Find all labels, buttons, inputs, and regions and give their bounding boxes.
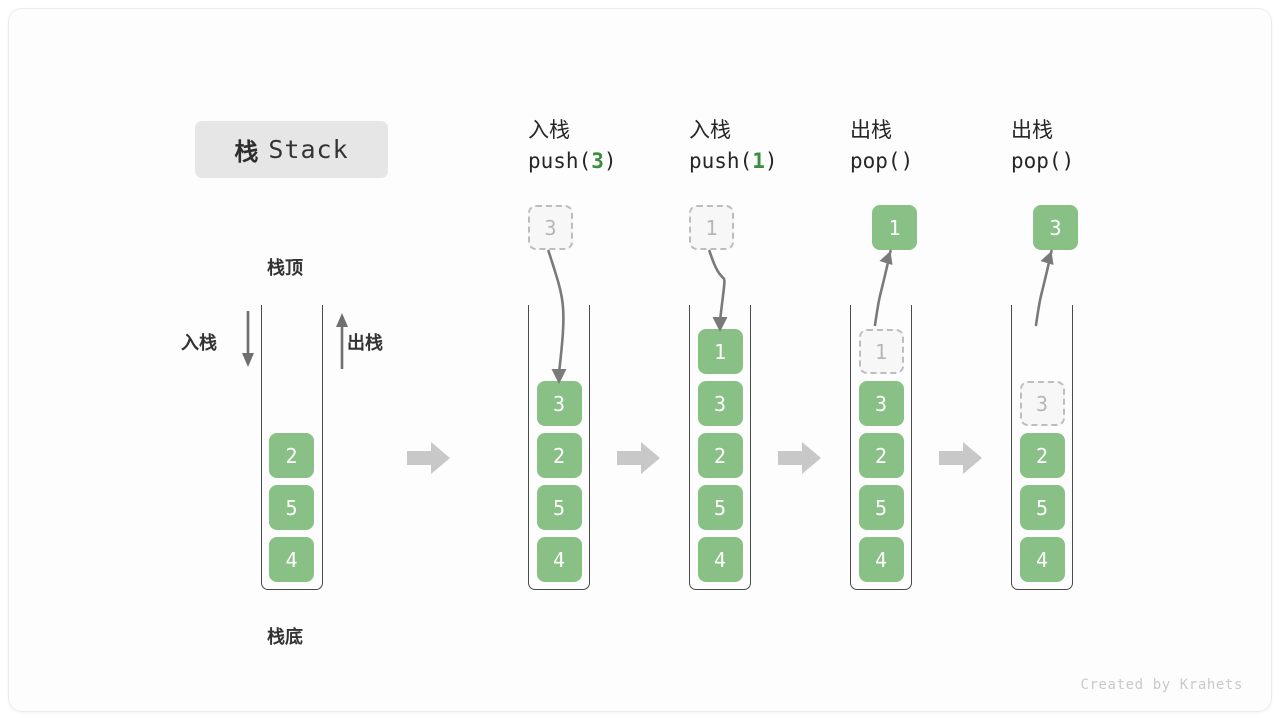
code-argument: 1 — [752, 149, 765, 173]
stack-element: 5 — [697, 485, 743, 530]
stack-bottom-label: 栈底 — [267, 627, 303, 648]
footer-credit: Created by Krahets — [1080, 677, 1243, 693]
code-prefix: pop( — [1011, 149, 1062, 173]
stack-element: 5 — [269, 485, 314, 530]
pop-flow-arrow-icon — [1034, 249, 1054, 327]
stack-element: 4 — [697, 537, 743, 582]
stack-frame — [1011, 305, 1073, 590]
stack-element: 5 — [858, 485, 904, 530]
step-header: 入栈 push(1) — [689, 115, 839, 177]
stack-element: 5 — [536, 485, 582, 530]
step-operation-code: push(3) — [528, 145, 678, 177]
stack-element: 2 — [269, 433, 314, 478]
stack-frame — [528, 305, 590, 590]
stack-element: 4 — [858, 537, 904, 582]
stack-element: 2 — [697, 433, 743, 478]
step-operation-label: 入栈 — [528, 118, 570, 142]
stack-element: 2 — [858, 433, 904, 478]
stack-element: 3 — [858, 381, 904, 426]
stack-frame — [689, 305, 751, 590]
step-operation-label: 出栈 — [850, 118, 892, 142]
stack-element: 3 — [697, 381, 743, 426]
title-english: Stack — [268, 135, 349, 164]
stack-element: 2 — [536, 433, 582, 478]
step-header: 出栈 pop() — [1011, 115, 1161, 177]
pop-direction-label: 出栈 — [347, 333, 383, 354]
stack-top-label: 栈顶 — [267, 258, 303, 279]
push-direction-label: 入栈 — [181, 333, 217, 354]
step-operation-label: 出栈 — [1011, 118, 1053, 142]
flow-arrow-icon-3 — [778, 441, 822, 480]
push-flow-arrow-icon — [547, 249, 567, 384]
push-flow-arrow-icon — [708, 249, 728, 332]
code-prefix: pop( — [850, 149, 901, 173]
stack-element: 4 — [536, 537, 582, 582]
diagram-title-badge: 栈 Stack — [195, 121, 388, 178]
incoming-element: 1 — [689, 205, 734, 250]
stack-element-ghost: 3 — [1019, 381, 1065, 426]
stack-element: 2 — [1019, 433, 1065, 478]
code-suffix: ) — [1061, 149, 1075, 173]
step-header: 出栈 pop() — [850, 115, 1000, 177]
stack-element: 4 — [1019, 537, 1065, 582]
incoming-element: 3 — [528, 205, 573, 250]
popped-element: 3 — [1033, 205, 1078, 250]
flow-arrow-icon-4 — [939, 441, 983, 480]
code-suffix: ) — [764, 149, 778, 173]
overview-stack-frame — [261, 305, 323, 590]
code-prefix: push( — [528, 149, 592, 173]
step-header: 入栈 push(3) — [528, 115, 678, 177]
diagram-card: 栈 Stack 栈顶 入栈 出栈 2 5 4 栈底 — [8, 8, 1272, 712]
step-operation-code: push(1) — [689, 145, 839, 177]
stack-element: 1 — [697, 329, 743, 374]
stack-element-ghost: 1 — [858, 329, 904, 374]
step-operation-code: pop() — [850, 145, 1000, 177]
flow-arrow-icon-2 — [617, 441, 661, 480]
step-operation-code: pop() — [1011, 145, 1161, 177]
flow-arrow-icon-1 — [407, 441, 451, 480]
code-argument: 3 — [591, 149, 604, 173]
stack-frame — [850, 305, 912, 590]
pop-arrow-icon — [331, 309, 353, 376]
stack-element: 4 — [269, 537, 314, 582]
popped-element: 1 — [872, 205, 917, 250]
title-chinese: 栈 — [234, 138, 259, 166]
stack-element: 5 — [1019, 485, 1065, 530]
code-prefix: push( — [689, 149, 753, 173]
push-arrow-icon — [237, 309, 259, 376]
stack-element: 3 — [536, 381, 582, 426]
pop-flow-arrow-icon — [873, 249, 893, 327]
code-suffix: ) — [603, 149, 617, 173]
code-suffix: ) — [900, 149, 914, 173]
step-operation-label: 入栈 — [689, 118, 731, 142]
